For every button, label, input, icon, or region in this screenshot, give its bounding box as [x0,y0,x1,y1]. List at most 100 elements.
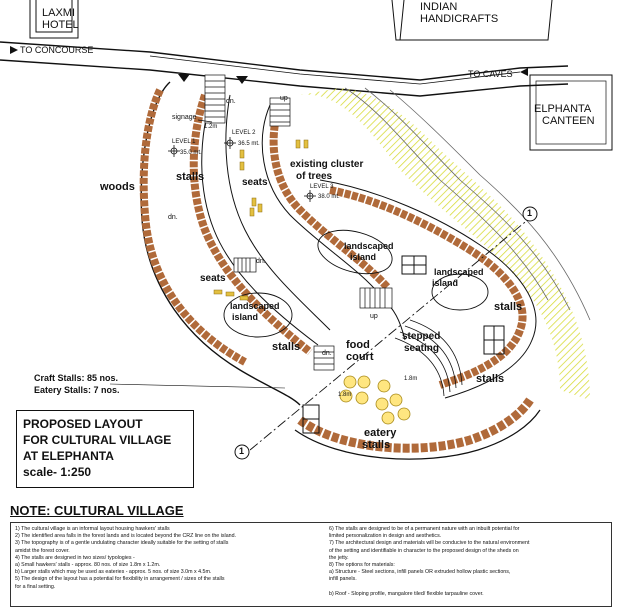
laxmi-hotel-label: LAXMI [42,7,76,19]
signage-label: signage [172,114,197,121]
note-line [329,584,609,591]
note-line: 5) The design of the layout has a potent… [15,576,225,583]
eatery-stalls-count: Eatery Stalls: 7 nos. [34,385,120,395]
level2-value: 36.5 mt. [238,141,260,147]
note-line: 1) The cultural village is an informal l… [15,526,170,532]
seats-label-1: seats [242,177,268,188]
stepped-seating-label-2: seating [404,343,440,354]
eatery-tables [339,375,411,425]
eatery-stalls-label-2: stalls [362,439,391,451]
landscaped-island-2 [223,292,293,338]
woods-label: woods [100,181,135,193]
note-line: 7) The architectural design and material… [329,540,530,547]
eatery-stalls-label: eatery [364,427,397,439]
landscaped-island-label-2b: island [232,312,259,322]
stairs-north-2 [269,97,291,127]
stall-row-eatery [297,397,534,453]
entry-marker-1 [178,74,190,82]
dn-label-4: dn. [322,350,332,357]
note-line: 4) The stalls are designed in two sizes/… [15,554,135,561]
canteen-label: ELPHANTA [534,103,592,115]
stall-row-east [329,186,527,389]
note-line: 2) The identified area falls in the fore… [15,533,237,540]
food-court-label-2: court [346,351,374,363]
note-line: amidst the forest cover. [15,547,70,554]
stairs-north [204,74,226,124]
title-line-1: PROPOSED LAYOUT [23,417,143,431]
note-line: b) Larger stalls which may be used as ea… [15,569,212,576]
tree-line-1 [344,87,549,301]
level2-label: LEVEL 2 [232,130,256,136]
notes-right-column: 6) The stalls are designed to be of a pe… [329,526,609,598]
stall-row-west-inner [189,93,313,356]
dn-label-3: dn. [256,258,266,265]
laxmi-hotel-building [29,0,79,39]
path-arrow-left [10,46,18,54]
note-heading: NOTE: CULTURAL VILLAGE [10,503,184,518]
elphanta-canteen-building [529,74,613,151]
eatery-stall-boxes [302,255,505,434]
up-label-1: up [280,95,288,102]
seat-cluster-west [213,289,249,301]
level3-value: 38.0 mt. [318,194,340,200]
dn-label-1: dn. [226,98,236,105]
indian-handicrafts-label: INDIAN [420,1,458,13]
note-line: a) Small hawkers' stalls - approx. 80 no… [15,562,161,569]
level3-label: LEVEL 3 [310,184,334,190]
landscaped-island-1 [317,229,393,275]
section-mark-top: 1 [527,208,533,218]
up-label-2: up [370,313,378,320]
tree-line-3 [389,89,591,321]
title-line-2: FOR CULTURAL VILLAGE [23,433,172,447]
seats-label-2: seats [200,273,226,284]
stalls-label-2: stalls [494,301,523,313]
stairs-mid [233,257,257,273]
dim-label-2: 1.8m [404,376,418,382]
seat-cluster-north [239,139,309,217]
note-line: 8) The options for materials: [329,562,395,569]
stairs-foodcourt [313,345,335,371]
existing-trees-label-2: of trees [296,171,333,182]
existing-trees-label: existing cluster [290,159,364,170]
eatery-boundary [294,409,541,460]
tree-cluster-zone [300,88,590,400]
dim-label-3: 1.8m [338,392,352,398]
stall-row-west [139,88,247,366]
indian-handicrafts-building [391,0,553,41]
path-edge-east [319,179,537,399]
level1-value: 35.0 mt. [180,150,202,156]
stepped-seating-label: stepped [402,331,441,342]
food-court-label: food [346,339,370,351]
to-caves-label: TO CAVES [468,69,513,79]
notes-box: 1) The cultural village is an informal l… [10,522,612,607]
landscaped-island-label-2: landscaped [230,301,280,311]
note-line: 3) The topography is of a gentle undulat… [15,540,229,547]
stepped-seating [394,319,463,397]
central-island-outline [261,104,406,341]
note-line: for a final setting. [15,583,56,590]
stall-row-central [269,108,391,291]
laxmi-hotel-label-2: HOTEL [42,19,79,31]
landscaped-island-3 [431,273,489,311]
level1-label: LEVEL 1 [172,139,196,145]
main-pathway [0,41,569,97]
tree-line-2 [364,87,571,311]
stairs-east [359,287,393,309]
title-line-3: AT ELEPHANTA [23,449,114,463]
stalls-label-1: stalls [176,171,205,183]
note-line: 6) The stalls are designed to be of a pe… [329,526,520,532]
path-edge-west-2 [225,94,331,331]
dim-label-1: 1.2m [204,124,218,130]
landscaped-island-label-3: landscaped [434,267,484,277]
note-line: b) Roof - Sloping profile, mangalore til… [329,590,484,597]
landscaped-island-label-1b: island [350,252,377,262]
canteen-label-2: CANTEEN [542,115,595,127]
note-line: of the setting and identifiable in chara… [329,547,519,554]
note-line: the jetty. [329,554,349,561]
eatery-pointer [109,383,286,389]
craft-stalls-count: Craft Stalls: 85 nos. [34,373,119,383]
title-block: PROPOSED LAYOUT FOR CULTURAL VILLAGE AT … [16,410,194,488]
note-line: limited personalization in design and ae… [329,533,442,540]
